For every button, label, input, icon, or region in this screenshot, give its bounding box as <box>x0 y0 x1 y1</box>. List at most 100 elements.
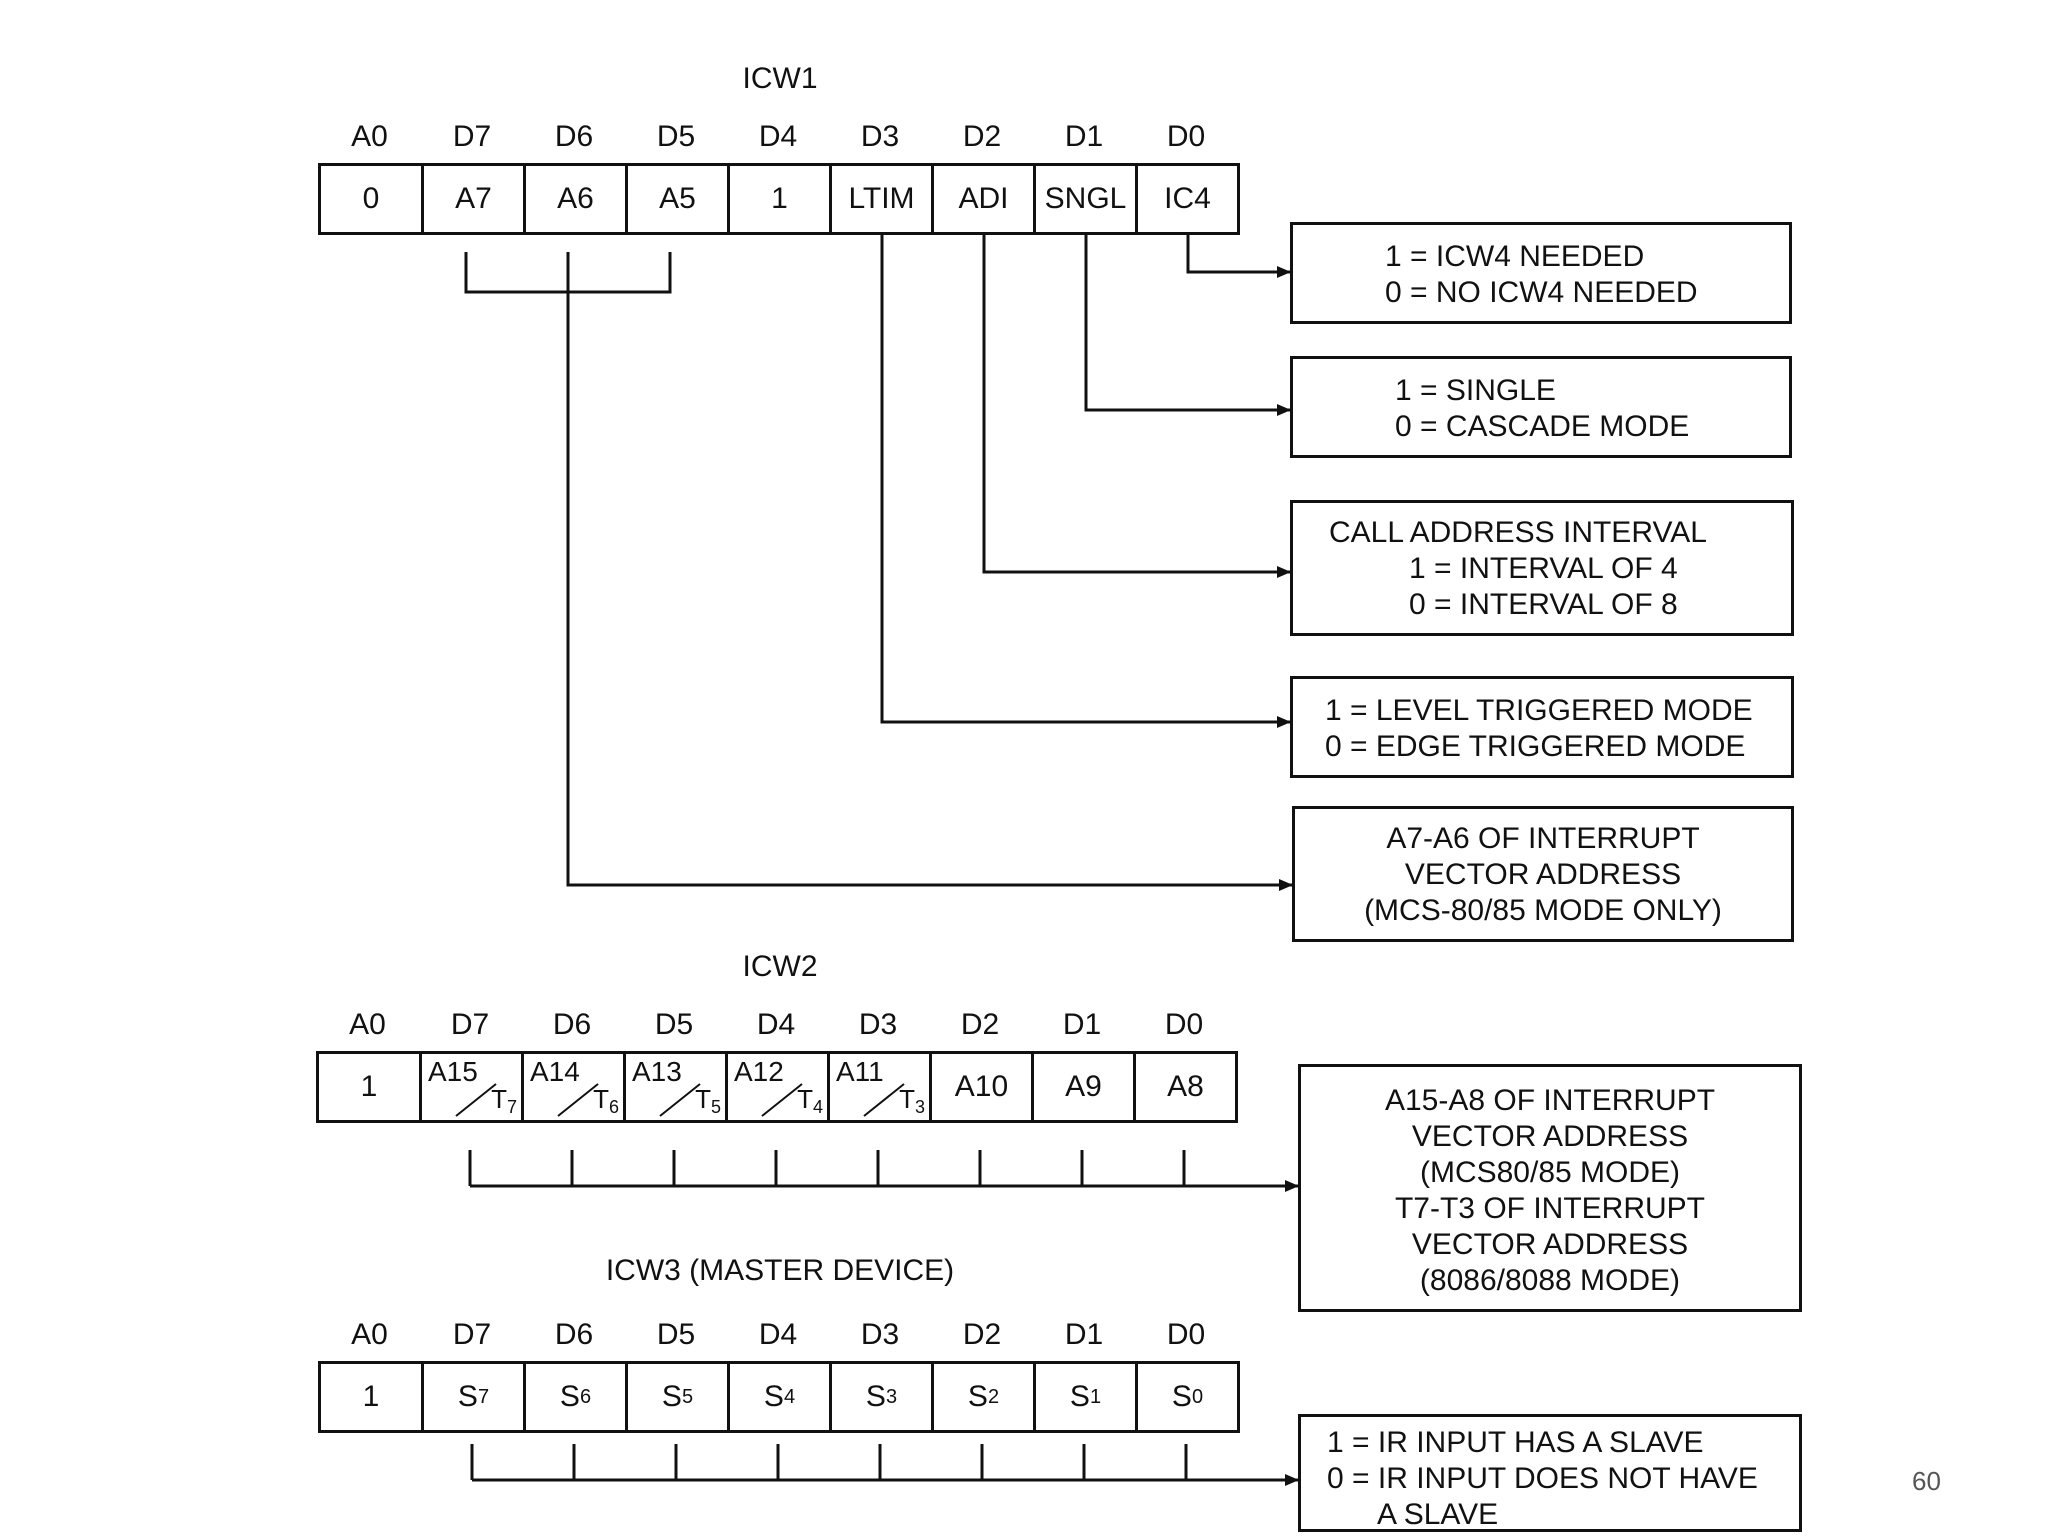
split-cell: A11 T3 <box>830 1054 929 1120</box>
icw1-cell-d5: A5 <box>628 166 730 232</box>
bit-header: D1 <box>1062 1008 1102 1041</box>
bit-header: D1 <box>1064 1318 1104 1351</box>
desc-line: 1 = IR INPUT HAS A SLAVE <box>1327 1426 1704 1459</box>
desc-line: 1 = LEVEL TRIGGERED MODE <box>1325 694 1753 727</box>
desc-line: VECTOR ADDRESS <box>1411 1228 1689 1261</box>
icw2-cell-d5: A13 T5 <box>626 1054 728 1120</box>
icw3-bit-headers: A0 D7 D6 D5 D4 D3 D2 D1 D0 <box>318 1318 1237 1352</box>
bit-header: D7 <box>450 1008 490 1041</box>
split-cell: A15 T7 <box>422 1054 521 1120</box>
cell-text: 1 <box>362 1380 380 1413</box>
bit-header: D4 <box>758 1318 798 1351</box>
icw1-desc-ltim: 1 = LEVEL TRIGGERED MODE 0 = EDGE TRIGGE… <box>1290 676 1794 778</box>
icw2-cell-d3: A11 T3 <box>830 1054 932 1120</box>
bit-header: D2 <box>962 120 1002 153</box>
desc-line: 0 = NO ICW4 NEEDED <box>1385 276 1698 309</box>
split-cell: A13 T5 <box>626 1054 725 1120</box>
icw1-cell-d3: LTIM <box>832 166 934 232</box>
split-bottom: T7 <box>491 1084 517 1117</box>
desc-line: (8086/8088 MODE) <box>1419 1264 1681 1297</box>
split-top: A15 <box>428 1056 478 1087</box>
desc-line: 1 = INTERVAL OF 4 <box>1409 552 1678 585</box>
split-bottom: T6 <box>593 1084 619 1117</box>
icw1-cell-d7: A7 <box>424 166 526 232</box>
cell-text: A8 <box>1167 1070 1204 1103</box>
desc-line: CALL ADDRESS INTERVAL <box>1329 516 1707 549</box>
desc-line: 1 = ICW4 NEEDED <box>1385 240 1645 273</box>
split-bottom: T4 <box>797 1084 823 1117</box>
split-top: A13 <box>632 1056 682 1087</box>
desc-line: A SLAVE <box>1377 1498 1499 1531</box>
sngl-arrow <box>1084 235 1291 416</box>
desc-line: 0 = EDGE TRIGGERED MODE <box>1325 730 1746 763</box>
icw3-cell-a0: 1 <box>321 1364 424 1430</box>
bit-header: D6 <box>552 1008 592 1041</box>
bit-header: A0 <box>349 1008 386 1041</box>
desc-line: 0 = CASCADE MODE <box>1395 410 1690 443</box>
icw1-cell-d6: A6 <box>526 166 628 232</box>
icw2-cell-d2: A10 <box>932 1054 1034 1120</box>
icw1-desc-adi: CALL ADDRESS INTERVAL 1 = INTERVAL OF 4 … <box>1290 500 1794 636</box>
icw2-bit-headers: A0 D7 D6 D5 D4 D3 D2 D1 D0 <box>316 1008 1235 1042</box>
split-top: A12 <box>734 1056 784 1087</box>
bit-header: D7 <box>452 120 492 153</box>
desc-line: (MCS-80/85 MODE ONLY) <box>1364 894 1722 927</box>
bit-header: D2 <box>962 1318 1002 1351</box>
icw1-cell-a0: 0 <box>321 166 424 232</box>
icw2-desc: A15-A8 OF INTERRUPT VECTOR ADDRESS (MCS8… <box>1298 1064 1802 1312</box>
icw1-cell-d1: SNGL <box>1036 166 1138 232</box>
bit-header: D2 <box>960 1008 1000 1041</box>
icw2-cell-d4: A12 T4 <box>728 1054 830 1120</box>
icw1-title: ICW1 <box>742 62 818 95</box>
desc-line: 0 = IR INPUT DOES NOT HAVE <box>1327 1462 1758 1495</box>
desc-line: VECTOR ADDRESS <box>1404 858 1682 891</box>
slash-divider <box>659 1083 701 1117</box>
cell-text: A9 <box>1065 1070 1102 1103</box>
ltim-arrow <box>880 235 1291 728</box>
icw1-cell-d4: 1 <box>730 166 832 232</box>
bit-header: D4 <box>758 120 798 153</box>
icw2-cell-d1: A9 <box>1034 1054 1136 1120</box>
bit-header: D3 <box>860 120 900 153</box>
split-cell: A14 T6 <box>524 1054 623 1120</box>
split-bottom: T3 <box>899 1084 925 1117</box>
desc-line: 0 = INTERVAL OF 8 <box>1409 588 1678 621</box>
bit-header: D0 <box>1164 1008 1204 1041</box>
icw2-cell-d0: A8 <box>1136 1054 1235 1120</box>
bit-header: A0 <box>351 1318 388 1351</box>
cell-text: A10 <box>954 1070 1009 1103</box>
adi-arrow <box>982 235 1291 578</box>
bit-header: D6 <box>554 1318 594 1351</box>
icw1-desc-a7a5: A7-A6 OF INTERRUPT VECTOR ADDRESS (MCS-8… <box>1292 806 1794 942</box>
ic4-arrow <box>1186 235 1291 278</box>
bit-header: A0 <box>351 120 388 153</box>
icw1-cell-d2: ADI <box>934 166 1036 232</box>
bit-header: D3 <box>858 1008 898 1041</box>
desc-line: A7-A6 OF INTERRUPT <box>1386 822 1700 855</box>
desc-line: T7-T3 OF INTERRUPT <box>1394 1192 1705 1225</box>
bit-header: D6 <box>554 120 594 153</box>
icw1-bit-headers: A0 D7 D6 D5 D4 D3 D2 D1 D0 <box>318 120 1237 154</box>
slash-divider <box>455 1083 497 1117</box>
icw1-register: 0 A7 A6 A5 1 LTIM ADI SNGL IC4 <box>318 163 1240 235</box>
desc-line: 1 = SINGLE <box>1395 374 1556 407</box>
bit-header: D3 <box>860 1318 900 1351</box>
split-cell: A12 T4 <box>728 1054 827 1120</box>
cell-text: 1 <box>360 1070 378 1103</box>
icw3-title: ICW3 (MASTER DEVICE) <box>605 1254 955 1287</box>
slash-divider <box>557 1083 599 1117</box>
bit-header: D0 <box>1166 1318 1206 1351</box>
icw2-title: ICW2 <box>742 950 818 983</box>
desc-line: (MCS80/85 MODE) <box>1419 1156 1681 1189</box>
bit-header: D5 <box>654 1008 694 1041</box>
a7-a5-arrow <box>566 252 1293 891</box>
